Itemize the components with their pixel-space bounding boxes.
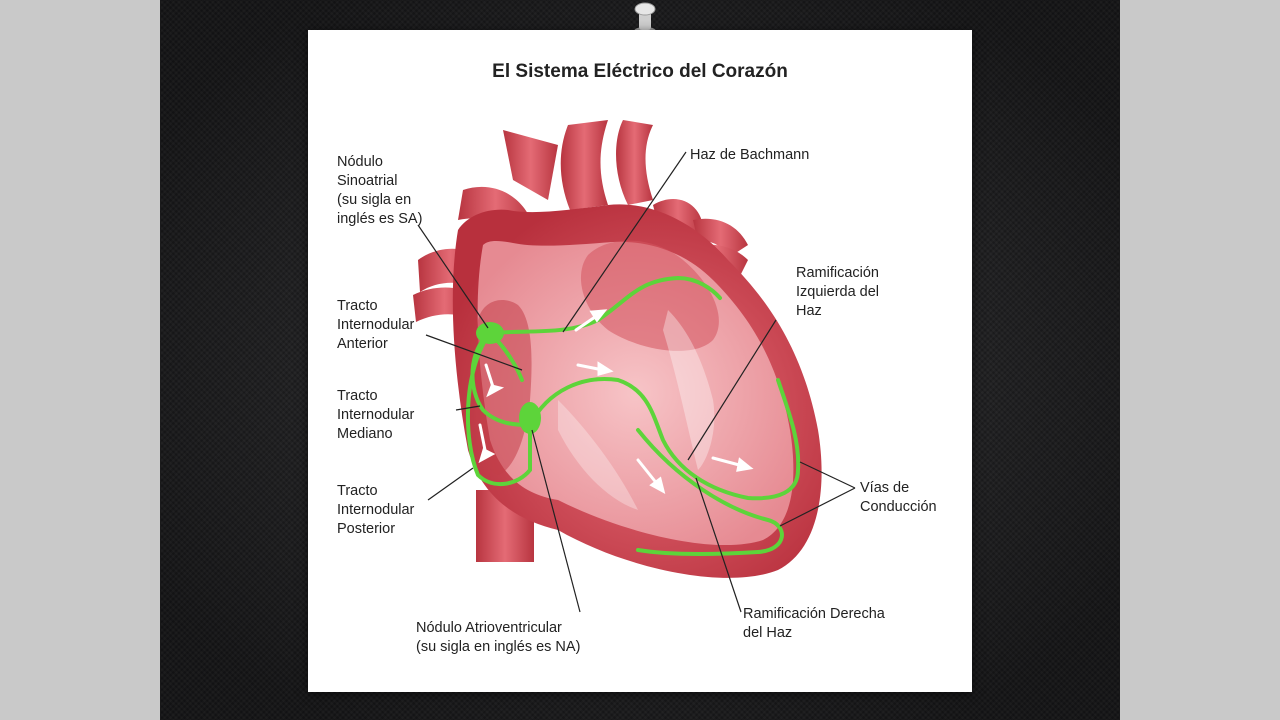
label-left-branch: Ramificación Izquierda del Haz [796, 265, 880, 319]
label-av-node: Nódulo Atrioventricular (su sigla en ing… [416, 620, 581, 655]
av-node [519, 402, 541, 434]
diagram-title: El Sistema Eléctrico del Corazón [492, 61, 788, 82]
sa-node [476, 322, 504, 344]
heart-diagram [413, 120, 856, 613]
label-bachmann: Haz de Bachmann [690, 147, 810, 163]
label-right-branch: Ramificación Derecha del Haz [743, 606, 885, 641]
label-posterior-tract: Tracto Internodular Posterior [337, 483, 415, 537]
label-sa-node: Nódulo Sinoatrial (su sigla en inglés es… [337, 154, 423, 227]
label-anterior-tract: Tracto Internodular Anterior [337, 298, 415, 352]
conduction-system [465, 275, 801, 557]
label-middle-tract: Tracto Internodular Mediano [337, 388, 415, 442]
diagram-card: El Sistema Eléctrico del Corazón Nódulo … [308, 30, 972, 692]
leader-lines [417, 151, 856, 613]
flow-arrows [478, 309, 754, 494]
label-conduction-paths: Vías de Conducción [860, 480, 937, 515]
